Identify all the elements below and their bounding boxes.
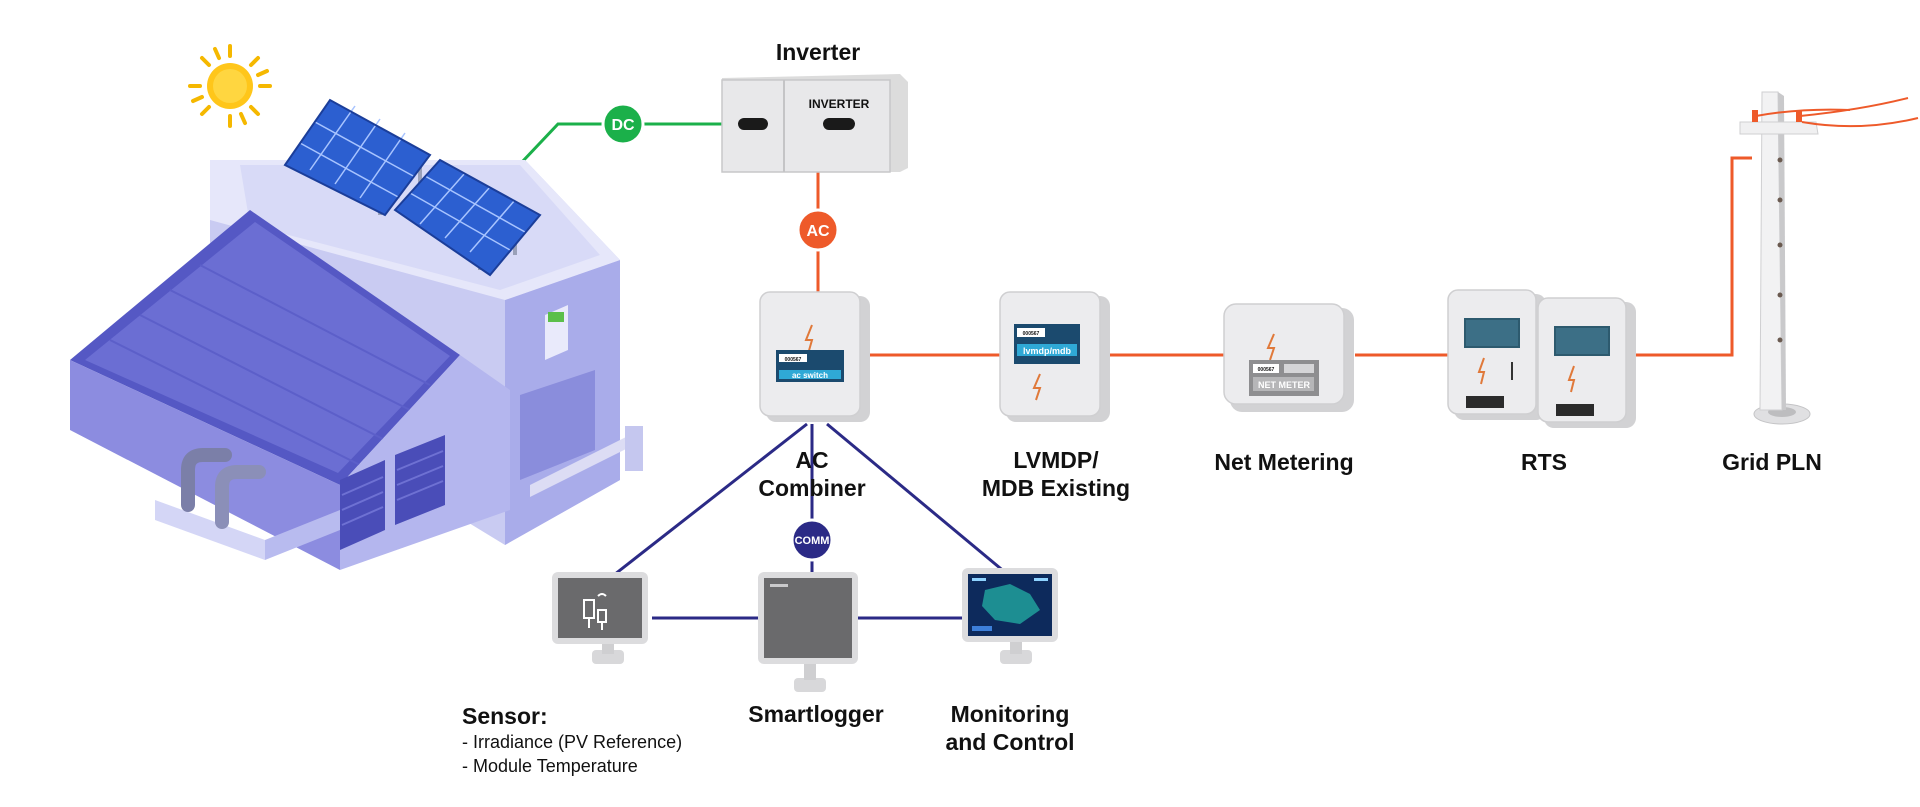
lvmdp-screen-code: 000567: [1023, 331, 1040, 337]
monitoring-monitor: [962, 568, 1058, 664]
label-sensor: Sensor: - Irradiance (PV Reference) - Mo…: [462, 702, 682, 778]
lvmdp-screen-label: lvmdp/mdb: [1023, 346, 1072, 356]
net-meter-device: NET METER 000567: [1223, 303, 1354, 412]
label-ac-combiner: AC Combiner: [738, 446, 886, 502]
ac-badge: AC: [796, 208, 840, 252]
lvmdp-device: lvmdp/mdb 000567: [999, 291, 1110, 422]
label-sensor-title: Sensor:: [462, 703, 548, 729]
sensor-monitor: [552, 572, 648, 664]
inverter-face-label: INVERTER: [809, 97, 870, 111]
label-ac-combiner-line1: AC: [795, 447, 829, 473]
grid-pole: [1739, 91, 1919, 425]
solar-panels: [283, 98, 542, 277]
label-sensor-item-irradiance: - Irradiance (PV Reference): [462, 732, 683, 752]
dc-badge: DC: [601, 102, 645, 146]
net-meter-label: NET METER: [1258, 380, 1311, 390]
label-monitoring-line2: and Control: [945, 729, 1075, 755]
rts-device: [1447, 289, 1636, 428]
dc-badge-label: DC: [611, 117, 635, 134]
label-monitoring-line1: Monitoring: [950, 701, 1070, 727]
ac-switch-label: ac switch: [792, 371, 828, 380]
label-inverter: Inverter: [775, 39, 861, 65]
smartlogger-monitor: [758, 572, 858, 692]
ac-combiner-device: ac switch 000567: [759, 291, 870, 422]
label-monitoring: Monitoring and Control: [930, 700, 1090, 756]
label-lvmdp: LVMDP/ MDB Existing: [968, 446, 1144, 502]
label-lvmdp-line2: MDB Existing: [981, 475, 1131, 501]
label-rts: RTS: [1521, 449, 1567, 475]
ac-badge-label: AC: [806, 223, 830, 240]
net-meter-code: 000567: [1258, 367, 1275, 373]
label-sensor-item-temperature: - Module Temperature: [462, 756, 638, 776]
sensor-icon: [583, 593, 607, 630]
sun-icon: [188, 44, 272, 128]
inverter-device: INVERTER: [721, 74, 908, 173]
label-lvmdp-line1: LVMDP/: [1013, 447, 1099, 473]
factory-building: [70, 160, 643, 570]
comm-connection: [609, 422, 1013, 620]
ac-switch-code: 000567: [785, 357, 802, 363]
label-smartlogger: Smartlogger: [748, 701, 884, 727]
label-net-metering: Net Metering: [1214, 449, 1354, 475]
label-grid-pln: Grid PLN: [1722, 449, 1822, 475]
comm-badge-label: COMM: [795, 535, 830, 547]
comm-badge: COMM: [790, 518, 834, 562]
label-ac-combiner-line2: Combiner: [758, 475, 866, 501]
